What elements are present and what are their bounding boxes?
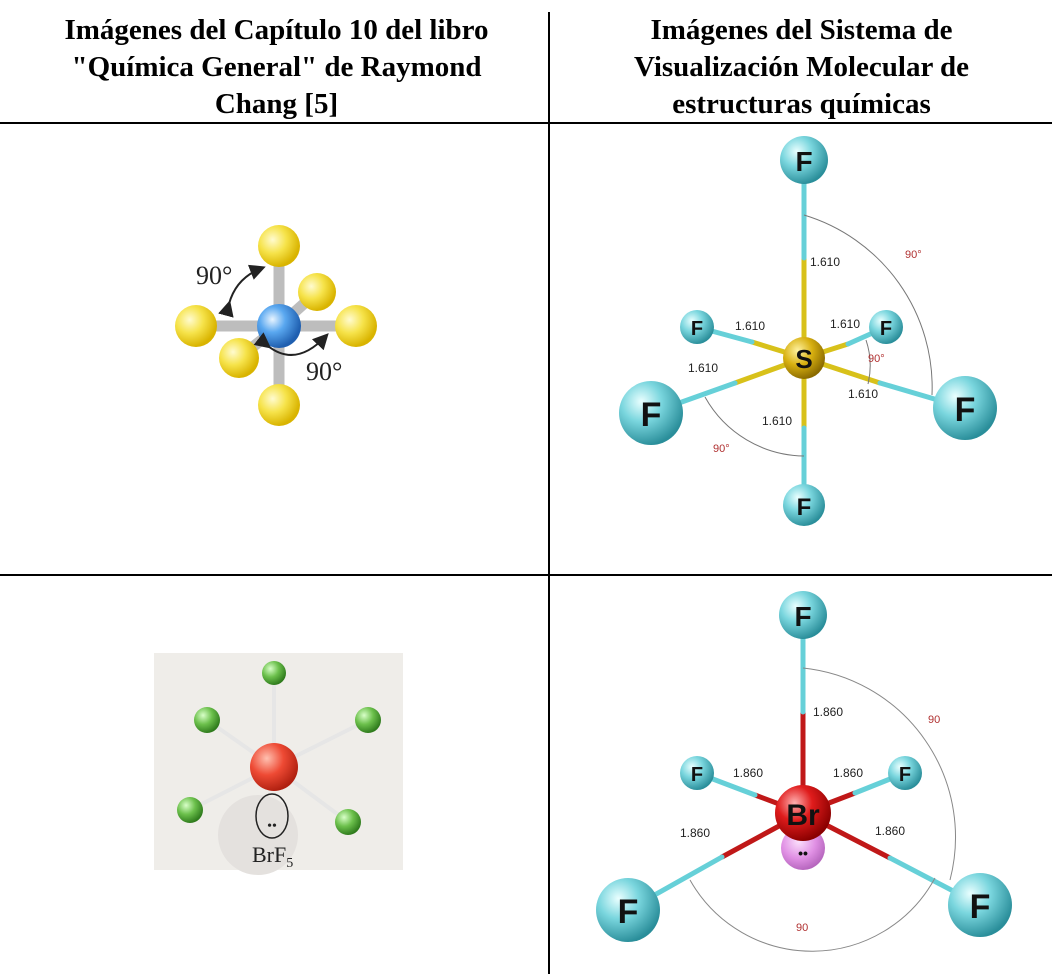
book-caption: BrF5 — [252, 842, 293, 871]
f-atom-label: F — [641, 396, 662, 434]
book-f-atom — [177, 797, 203, 823]
book-center-atom — [257, 304, 301, 348]
left-header-line-2: "Química General" de Raymond — [71, 51, 482, 83]
angle-label: 90 — [928, 714, 940, 726]
f-atom-label: F — [691, 764, 703, 786]
bond-length-label: 1.860 — [680, 826, 710, 840]
angle-arc — [689, 877, 936, 952]
book-ligand-atom — [258, 384, 300, 426]
br-atom-label: Br — [786, 799, 820, 832]
angle-arc — [865, 339, 871, 385]
bond-length-label: 1.610 — [848, 387, 878, 401]
book-ligand-atom — [335, 305, 377, 347]
book-f-atom — [262, 661, 286, 685]
angle-label: 90° — [713, 443, 730, 455]
f-atom — [779, 591, 827, 639]
bond-length-label: 1.860 — [875, 824, 905, 838]
angle-label: 90° — [905, 249, 922, 261]
bond-length-label: 1.610 — [830, 317, 860, 331]
f-atom-label: F — [899, 764, 911, 786]
f-atom-label: F — [970, 888, 991, 926]
f-atom — [680, 310, 714, 344]
bond-length-label: 1.610 — [762, 414, 792, 428]
angle-arc — [802, 667, 957, 881]
book-ligand-atom — [258, 225, 300, 267]
br-atom — [775, 785, 831, 841]
bond-length-label: 1.610 — [735, 319, 765, 333]
right-header-line-1: Imágenes del Sistema de — [650, 14, 953, 46]
f-atom-label: F — [880, 318, 892, 340]
bond-length-label: 1.860 — [813, 705, 843, 719]
f-atom — [948, 873, 1012, 937]
book-caption-main: BrF — [252, 842, 286, 867]
f-atom — [888, 756, 922, 790]
book-f-atom — [194, 707, 220, 733]
book-f-atom — [335, 809, 361, 835]
book-br-atom — [250, 743, 298, 791]
book-ligand-atom — [175, 305, 217, 347]
f-atom — [596, 878, 660, 942]
bond-length-label: 1.860 — [833, 766, 863, 780]
book-angle-label-bottom: 90° — [306, 357, 342, 386]
angle-arc — [704, 396, 805, 457]
right-column-header: Imágenes del Sistema de Visualización Mo… — [553, 12, 1050, 123]
f-atom-label: F — [794, 601, 811, 632]
column-divider — [548, 12, 550, 974]
book-angle-label-top: 90° — [196, 261, 232, 290]
book-lone-pair-orbital — [255, 793, 289, 839]
left-header-line-3: Chang [5] — [214, 88, 339, 120]
angle-arc — [803, 214, 933, 396]
right-header-line-2: Visualización Molecular de — [633, 51, 970, 83]
f-atom — [680, 756, 714, 790]
s-atom-label: S — [795, 344, 812, 374]
right-header-line-3: estructuras químicas — [672, 88, 931, 120]
s-atom — [783, 337, 825, 379]
book-ligand-atom — [219, 338, 259, 378]
book-brf5-figure: •• BrF5 — [154, 653, 403, 875]
book-shadow — [218, 795, 298, 875]
book-lone-pair-dots: •• — [267, 819, 277, 834]
f-atom-label: F — [795, 146, 812, 177]
f-atom-label: F — [691, 318, 703, 340]
book-ligand-atom — [298, 273, 336, 311]
f-atom — [783, 484, 825, 526]
bond-length-label: 1.610 — [688, 361, 718, 375]
header-rule — [0, 122, 1052, 124]
viewer-sf6-figure: F F F S F F F 1.610 1.610 1.610 1.610 1.… — [619, 136, 997, 526]
angle-label: 90 — [796, 922, 808, 934]
f-atom — [619, 381, 683, 445]
book-angle-arrow — [253, 332, 329, 356]
lone-pair-dots: •• — [798, 845, 808, 861]
bond-length-label: 1.860 — [733, 766, 763, 780]
viewer-brf5-figure: F F F •• Br F F 1.860 1.860 1.860 1.860 … — [596, 591, 1012, 952]
book-angle-arrow — [218, 264, 266, 318]
bond-length-label: 1.610 — [810, 255, 840, 269]
f-atom-label: F — [797, 494, 812, 521]
f-atom-label: F — [955, 391, 976, 429]
f-atom — [780, 136, 828, 184]
angle-label: 90° — [868, 353, 885, 365]
row-divider — [0, 574, 1052, 576]
book-octahedral-figure: 90° 90° — [175, 225, 377, 426]
book-f-atom — [355, 707, 381, 733]
f-atom — [869, 310, 903, 344]
f-atom-label: F — [618, 893, 639, 931]
left-header-line-1: Imágenes del Capítulo 10 del libro — [64, 14, 489, 46]
left-column-header: Imágenes del Capítulo 10 del libro "Quím… — [8, 12, 545, 123]
f-atom — [933, 376, 997, 440]
book-caption-subscript: 5 — [286, 856, 293, 871]
